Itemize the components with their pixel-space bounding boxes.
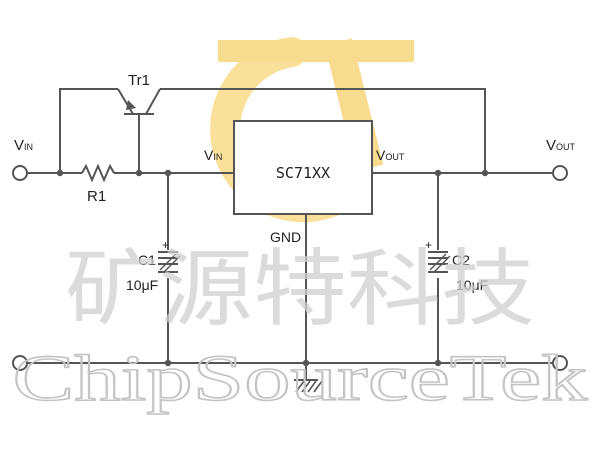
label-gnd: GND [270, 229, 301, 245]
ic-sc71xx [233, 120, 373, 215]
ground-symbol [294, 379, 323, 393]
terminal-gnd-right [552, 355, 568, 371]
label-c2: C2 [452, 252, 470, 268]
transistor-tr1 [117, 88, 161, 115]
watermark-chinese: 矿源特科技 [65, 240, 535, 338]
label-vout-right: VOUT [546, 137, 576, 154]
label-ic-name: SC71XX [276, 164, 330, 182]
resistor-r1 [81, 163, 115, 183]
label-r1: R1 [87, 188, 106, 205]
junction-dots [56, 169, 489, 367]
label-c2-value: 10μF [456, 277, 488, 293]
terminal-vout [552, 165, 568, 181]
watermark-english: ChipSourceTek [13, 342, 588, 415]
capacitor-c2 [428, 251, 451, 273]
terminal-gnd-left [12, 355, 28, 371]
label-c1-value: 10μF [126, 277, 158, 293]
label-c2-plus: + [425, 238, 432, 252]
label-c1: C1 [138, 252, 156, 268]
label-tr1: Tr1 [128, 72, 150, 89]
wire-network [28, 88, 552, 380]
capacitor-c1 [158, 251, 181, 273]
label-ic-vin: VIN [204, 147, 222, 163]
label-vin-left: VIN [14, 137, 33, 154]
label-ic-vout: VOUT [376, 147, 405, 163]
terminal-vin [12, 165, 28, 181]
label-c1-plus: + [162, 238, 169, 252]
